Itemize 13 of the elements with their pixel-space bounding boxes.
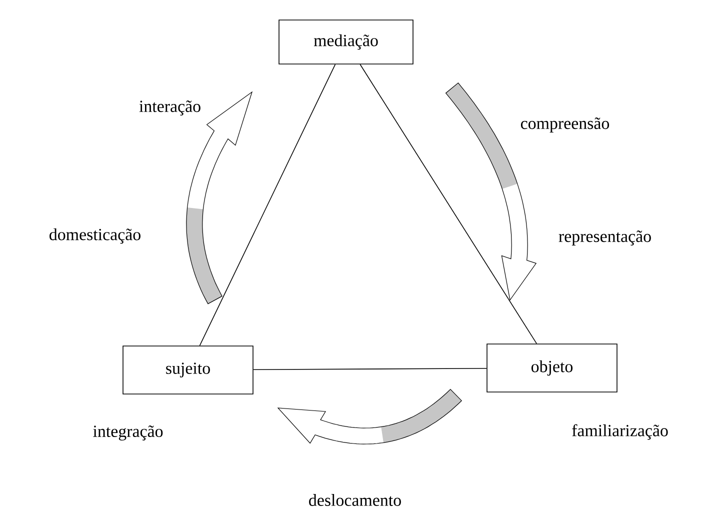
label-text: familiarização [572,424,668,440]
label-text: representação [558,230,651,246]
label-text: deslocamento [309,494,401,506]
label-text: domesticação [50,228,140,244]
connector-line [199,64,336,346]
label-text: compreensão [520,118,610,132]
label-text: integração [93,425,163,441]
connector-line [253,368,487,370]
connector-line [360,64,537,344]
concept-box: objeto [486,344,618,392]
label-text: interação [139,100,200,116]
concept-box: sujeito [122,346,254,394]
concept-box: mediação [278,20,414,64]
